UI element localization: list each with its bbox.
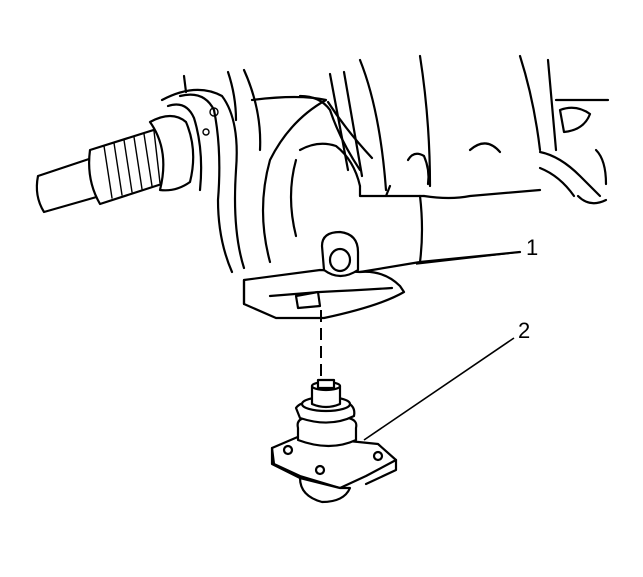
steering-knuckle — [160, 54, 610, 274]
callout-2-leader — [363, 337, 515, 441]
callout-1-label: 1 — [526, 235, 538, 260]
knuckle-ball-joint-seat — [242, 230, 406, 320]
ball-joint — [270, 378, 398, 504]
axle-shaft — [35, 114, 195, 214]
callout-2-label: 2 — [518, 318, 530, 343]
callout-1-leader — [415, 251, 521, 265]
